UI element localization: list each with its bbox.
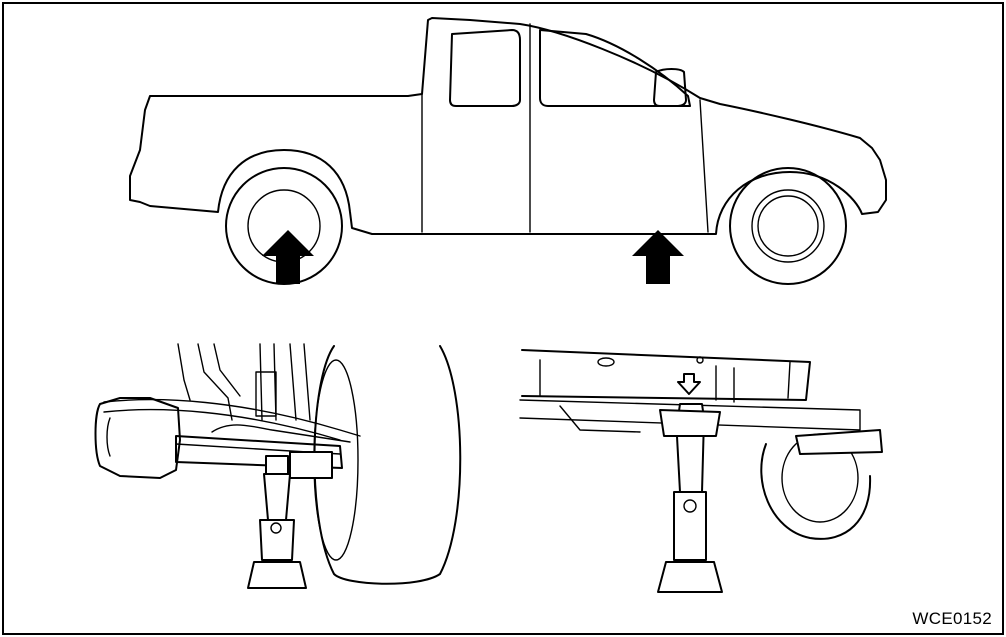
side-mirror: [653, 68, 687, 107]
jack-base: [247, 561, 307, 589]
frame-line: [289, 343, 297, 421]
rear-cab-window: [449, 29, 521, 107]
front-door-window: [539, 29, 691, 107]
jack-saddle: [659, 409, 721, 437]
front-wheel-rim: [751, 189, 825, 263]
frame-hole: [696, 356, 704, 364]
jack-screw: [673, 491, 707, 561]
frame-line: [177, 343, 191, 401]
front-tire-detail: [760, 443, 872, 540]
differential: [94, 397, 181, 479]
jack-body: [263, 473, 291, 521]
shock-absorber: [197, 343, 233, 421]
shock-absorber: [213, 343, 241, 397]
down-arrow-icon: [677, 373, 701, 395]
jack-screw: [259, 519, 295, 561]
up-arrow-icon: [632, 230, 684, 284]
front-hub: [757, 195, 819, 257]
up-arrow-icon: [262, 230, 314, 284]
frame-line: [259, 343, 263, 421]
spring-bracket: [255, 371, 277, 417]
truck-body-outline: [129, 17, 887, 235]
front-door-seam: [699, 99, 709, 233]
axle-bracket: [289, 451, 333, 479]
frame-hole: [597, 357, 615, 367]
figure-code: WCE0152: [912, 609, 992, 628]
frame-line: [303, 343, 311, 421]
pantograph-jack-rear: [247, 455, 307, 589]
frame-seam: [787, 361, 791, 399]
jack-base: [657, 561, 723, 593]
jack-head: [265, 455, 289, 475]
leaf-spring: [103, 408, 341, 441]
rear-axle-jack-detail: [94, 343, 462, 589]
front-frame-jack-detail: [519, 349, 883, 593]
frame-rail: [521, 349, 811, 401]
pantograph-jack-front: [657, 403, 723, 593]
axle-tube: [175, 435, 343, 469]
brake-line: [211, 424, 351, 443]
truck-side-view: [129, 17, 887, 285]
front-tire: [729, 167, 847, 285]
sill-bracket: [559, 405, 641, 433]
tie-rod: [795, 429, 883, 455]
leaf-spring: [103, 398, 361, 437]
differential-cover: [106, 417, 111, 457]
jack-crank-bolt: [683, 499, 697, 513]
jack-crank-bolt: [270, 522, 282, 534]
rear-tire-detail: [313, 345, 462, 585]
